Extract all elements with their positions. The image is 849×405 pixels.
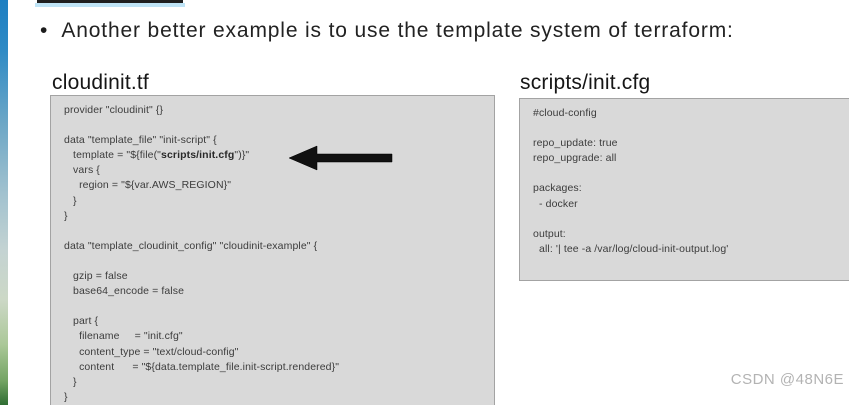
code-line: packages: <box>533 182 582 195</box>
cutoff-title-text <box>37 0 183 3</box>
code-line: output: <box>533 227 566 240</box>
code-line: repo_upgrade: all <box>533 152 617 165</box>
bullet-line: • Another better example is to use the t… <box>40 19 840 43</box>
code-line: #cloud-config <box>533 107 597 119</box>
bullet-text: Another better example is to use the tem… <box>61 19 734 42</box>
code-line: part { <box>64 315 99 328</box>
code-line <box>64 254 486 269</box>
code-line: data "template_file" "init-script" { <box>64 134 217 147</box>
code-line: gzip = false <box>64 270 128 283</box>
panel-title-scripts-init-cfg: scripts/init.cfg <box>520 71 651 94</box>
code-line: } <box>64 390 68 403</box>
code-line: filename = "init.cfg" <box>64 330 183 343</box>
code-line: provider "cloudinit" {} <box>64 104 164 116</box>
code-line <box>64 299 486 314</box>
code-line <box>64 118 486 133</box>
code-block-scripts-init-cfg: #cloud-config repo_update: true repo_upgr… <box>519 98 849 281</box>
code-block-cloudinit-tf: provider "cloudinit" {} data "template_f… <box>50 95 495 405</box>
code-line: } <box>64 375 77 388</box>
code-line: content_type = "text/cloud-config" <box>64 345 239 358</box>
code-line: data "template_cloudinit_config" "cloudi… <box>64 239 318 252</box>
code-line: region = "${var.AWS_REGION}" <box>64 179 232 192</box>
code-line <box>533 166 845 181</box>
code-line <box>64 224 486 239</box>
slide-edge-gradient <box>0 0 8 405</box>
left-arrow-icon <box>289 145 393 171</box>
code-line: repo_update: true <box>533 137 618 150</box>
bullet-icon: • <box>40 19 48 42</box>
code-line: vars { <box>64 164 100 177</box>
code-line: all: '| tee -a /var/log/cloud-init-outpu… <box>533 242 729 255</box>
code-line <box>533 121 845 136</box>
code-line: base64_encode = false <box>64 285 185 298</box>
cutoff-title-highlight <box>35 3 185 7</box>
code-line: - docker <box>533 197 578 210</box>
panel-title-cloudinit-tf: cloudinit.tf <box>52 71 149 94</box>
code-line: } <box>64 209 68 222</box>
code-line: } <box>64 194 77 207</box>
code-line <box>533 212 845 227</box>
code-line: content = "${data.template_file.init-scr… <box>64 360 340 373</box>
code-line: template = "${file("scripts/init.cfg")}" <box>64 149 250 162</box>
csdn-watermark: CSDN @48N6E <box>730 371 844 388</box>
